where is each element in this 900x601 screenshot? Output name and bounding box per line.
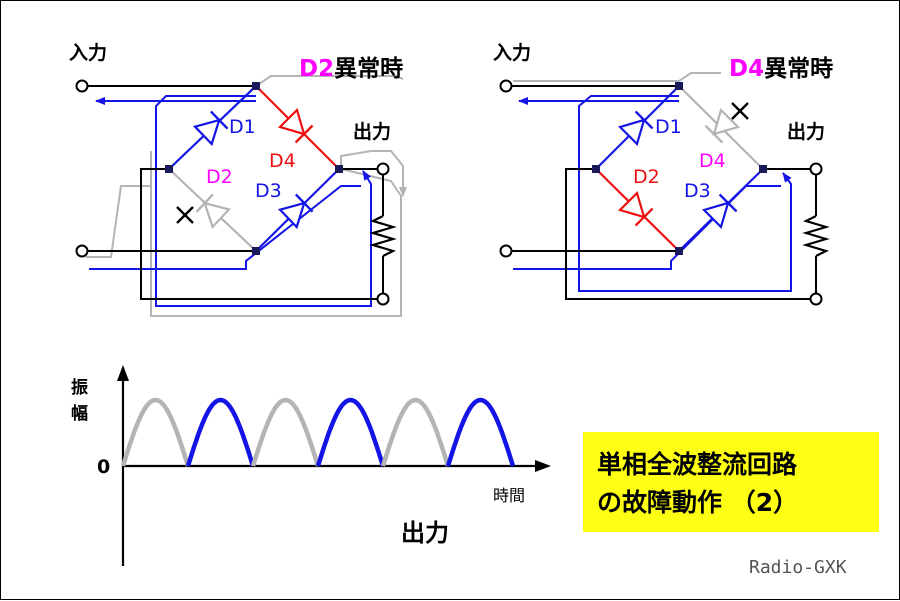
title-box: 単相全波整流回路 の故障動作 （2） — [583, 432, 879, 532]
input-label: 入力 — [493, 41, 531, 64]
terminal-in-top — [499, 79, 513, 93]
input-label: 入力 — [69, 41, 107, 64]
current-path-blue-in — [513, 185, 781, 270]
current-path-gray-bottom — [86, 185, 151, 258]
terminal-out-bottom — [376, 292, 390, 306]
junction-left — [165, 165, 173, 173]
diode-d4 — [277, 107, 314, 144]
current-path-gray — [513, 72, 721, 82]
half-cycle-blue — [315, 397, 386, 467]
output-label: 出力 — [353, 120, 391, 143]
diode-label-d4: D4 — [269, 150, 296, 172]
zero-label: 0 — [97, 456, 110, 478]
junction-right — [759, 165, 767, 173]
diode-d3 — [277, 193, 314, 230]
terminal-in-bottom — [75, 244, 89, 258]
diode-d2 — [195, 193, 232, 230]
diode-label-d2: D2 — [206, 166, 233, 188]
circuit-right: 入力 出力 D4異常時 D1 D2 D3 D4 — [493, 41, 833, 306]
half-cycle-gray — [250, 397, 321, 467]
current-path-blue-in — [89, 185, 361, 270]
x-axis-label: 時間 — [493, 486, 525, 505]
diode-d3 — [701, 193, 738, 230]
terminal-out-bottom — [809, 292, 823, 306]
wave-arcs — [120, 397, 516, 467]
credit-label: Radio-GXK — [749, 557, 847, 578]
half-cycle-gray — [380, 397, 451, 467]
fault-suffix: 異常時 — [334, 56, 403, 82]
diode-d1 — [617, 110, 654, 147]
title-box-background — [583, 432, 879, 532]
title-line1: 単相全波整流回路 — [597, 450, 798, 479]
terminal-out-top — [809, 162, 823, 176]
fault-diode-name: D2 — [299, 56, 334, 82]
diode-label-d3: D3 — [255, 180, 282, 202]
half-cycle-blue — [185, 397, 256, 467]
fault-suffix: 異常時 — [764, 56, 833, 82]
y-axis-arrow-icon — [117, 365, 129, 381]
diode-label-d3: D3 — [684, 180, 711, 202]
diode-label-d2: D2 — [633, 166, 660, 188]
current-path-blue-out — [578, 95, 792, 292]
waveform-plot: 振 幅 0 時間 出力 — [71, 365, 551, 566]
junction-right — [335, 165, 343, 173]
diode-d4 — [704, 107, 741, 144]
fault-title: D4異常時 — [729, 56, 833, 82]
current-path-gray-input2 — [255, 75, 404, 87]
junction-bottom — [252, 247, 260, 255]
fault-diode-name: D4 — [729, 56, 764, 82]
current-path-blue-out — [155, 95, 372, 307]
diode-label-d1: D1 — [229, 116, 256, 138]
fault-cross-icon — [731, 102, 749, 120]
diode-d1 — [192, 110, 229, 147]
half-cycle-blue — [445, 397, 516, 467]
load-resistor — [802, 215, 830, 257]
fault-title: D2異常時 — [299, 56, 403, 82]
half-cycle-gray — [120, 397, 191, 467]
title-line2: の故障動作 （2） — [597, 488, 798, 517]
terminal-out-top — [376, 162, 390, 176]
fault-cross-icon — [176, 206, 194, 224]
output-label: 出力 — [787, 120, 825, 143]
circuit-left: 入力 出力 D2異常時 D1 D2 D3 D4 — [69, 41, 407, 317]
wire-neg-rail — [140, 168, 383, 300]
junction-top — [675, 82, 683, 90]
x-axis-arrow-icon — [535, 460, 551, 472]
waveform-caption: 出力 — [401, 519, 449, 547]
junction-top — [252, 82, 260, 90]
diode-label-d4: D4 — [699, 150, 726, 172]
terminal-in-top — [75, 79, 89, 93]
junction-left — [592, 165, 600, 173]
junction-bottom — [675, 247, 683, 255]
y-label-line1: 振 — [71, 377, 88, 398]
load-resistor — [369, 215, 397, 257]
diode-label-d1: D1 — [655, 116, 682, 138]
wire-neg-rail — [565, 168, 816, 300]
diode-d2 — [617, 190, 654, 227]
y-label-line2: 幅 — [71, 403, 88, 424]
terminal-in-bottom — [499, 244, 513, 258]
